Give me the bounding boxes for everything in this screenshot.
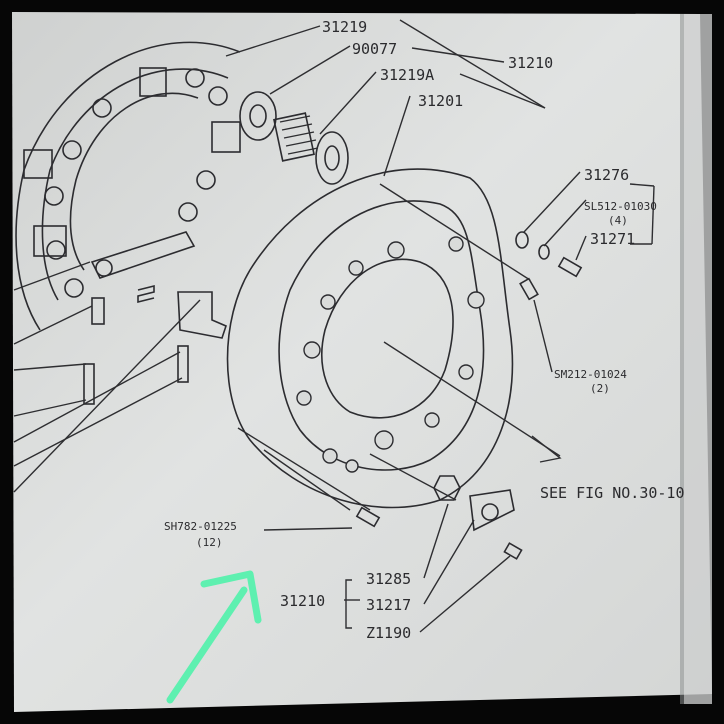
label-sm212-qty: (2) xyxy=(590,382,610,395)
label-31210-top: 31210 xyxy=(508,54,553,72)
leader-lines xyxy=(225,19,655,633)
label-sh782-01225: SH782-01225 xyxy=(164,520,237,533)
label-31271: 31271 xyxy=(590,230,635,248)
label-sl512-qty: (4) xyxy=(608,214,628,227)
label-sl512-01030: SL512-01030 xyxy=(584,200,657,213)
label-31219a: 31219A xyxy=(380,66,434,84)
label-z1190: Z1190 xyxy=(366,624,411,642)
clutch-cover xyxy=(15,41,241,331)
spring-washer-cup xyxy=(239,91,349,185)
paper-page xyxy=(12,12,712,712)
label-31219: 31219 xyxy=(322,18,367,36)
highlight-arrow xyxy=(166,570,262,704)
back-plate xyxy=(226,168,514,509)
label-sh782-qty: (12) xyxy=(196,536,223,549)
label-31285: 31285 xyxy=(366,570,411,588)
label-31201: 31201 xyxy=(418,92,463,110)
label-see-fig: SEE FIG NO.30-10 xyxy=(540,484,685,502)
label-31217: 31217 xyxy=(366,596,411,614)
label-90077: 90077 xyxy=(352,40,397,58)
label-31210-bottom: 31210 xyxy=(280,592,325,610)
label-31276: 31276 xyxy=(584,166,629,184)
label-sm212-01024: SM212-01024 xyxy=(554,368,627,381)
release-lever-parts xyxy=(13,231,227,493)
